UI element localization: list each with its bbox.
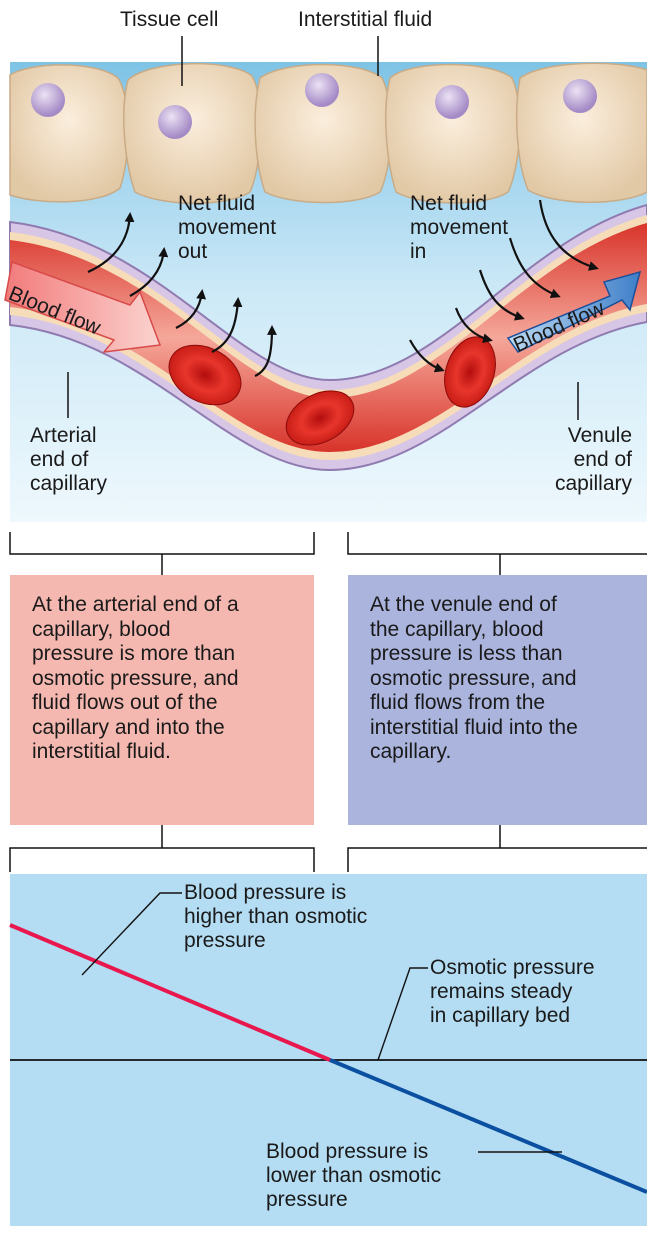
- bp-higher-line: higher than osmotic: [184, 905, 367, 929]
- osmotic-steady-label: Osmotic pressure remains steady in capil…: [430, 956, 595, 1028]
- arterial-end-line: capillary: [30, 472, 107, 496]
- tissue-cell: [124, 64, 261, 204]
- arterial-end-line: Arterial: [30, 424, 107, 448]
- tissue-cells: [10, 63, 647, 203]
- venule-box-line: capillary.: [370, 740, 631, 765]
- net-out-line: out: [178, 240, 276, 264]
- arterial-end-line: end of: [30, 448, 107, 472]
- net-in-line: movement: [410, 216, 508, 240]
- bp-higher-label: Blood pressure is higher than osmotic pr…: [184, 881, 367, 953]
- arterial-box-line: fluid flows out of the: [32, 691, 298, 716]
- venule-box-line: pressure is less than: [370, 642, 631, 667]
- net-fluid-in-label: Net fluid movement in: [410, 192, 508, 264]
- arterial-box-line: capillary, blood: [32, 618, 298, 643]
- cell-nucleus: [31, 83, 65, 117]
- arterial-box-line: capillary and into the: [32, 716, 298, 741]
- net-in-line: in: [410, 240, 508, 264]
- venule-box-line: fluid flows from the: [370, 691, 631, 716]
- bp-lower-label: Blood pressure is lower than osmotic pre…: [266, 1140, 441, 1212]
- osmotic-steady-line: Osmotic pressure: [430, 956, 595, 980]
- interstitial-fluid-label: Interstitial fluid: [298, 8, 432, 32]
- venule-end-line: end of: [526, 448, 632, 472]
- tissue-cell: [10, 65, 128, 202]
- net-fluid-out-label: Net fluid movement out: [178, 192, 276, 264]
- arterial-end-label: Arterial end of capillary: [30, 424, 107, 496]
- bp-higher-line: pressure: [184, 929, 367, 953]
- bp-lower-line: lower than osmotic: [266, 1164, 441, 1188]
- tissue-cell-label: Tissue cell: [120, 8, 218, 32]
- bp-lower-line: pressure: [266, 1188, 441, 1212]
- venule-box-line: interstitial fluid into the: [370, 716, 631, 741]
- venule-box-line: the capillary, blood: [370, 618, 631, 643]
- venule-end-line: capillary: [526, 472, 632, 496]
- arterial-end-box: At the arterial end of a capillary, bloo…: [10, 575, 314, 825]
- cell-nucleus: [563, 79, 597, 113]
- bp-lower-line: Blood pressure is: [266, 1140, 441, 1164]
- osmotic-steady-line: remains steady: [430, 980, 595, 1004]
- net-out-line: movement: [178, 216, 276, 240]
- cell-nucleus: [158, 105, 192, 139]
- arterial-box-line: pressure is more than: [32, 642, 298, 667]
- venule-end-line: Venule: [526, 424, 632, 448]
- arterial-box-line: interstitial fluid.: [32, 740, 298, 765]
- venule-box-line: At the venule end of: [370, 593, 631, 618]
- cell-nucleus: [305, 73, 339, 107]
- venule-box-line: osmotic pressure, and: [370, 667, 631, 692]
- arterial-box-line: osmotic pressure, and: [32, 667, 298, 692]
- arterial-box-line: At the arterial end of a: [32, 593, 298, 618]
- osmotic-steady-line: in capillary bed: [430, 1004, 595, 1028]
- bp-higher-line: Blood pressure is: [184, 881, 367, 905]
- net-in-line: Net fluid: [410, 192, 508, 216]
- venule-end-box: At the venule end of the capillary, bloo…: [348, 575, 647, 825]
- net-out-line: Net fluid: [178, 192, 276, 216]
- cell-nucleus: [435, 85, 469, 119]
- venule-end-label: Venule end of capillary: [526, 424, 632, 496]
